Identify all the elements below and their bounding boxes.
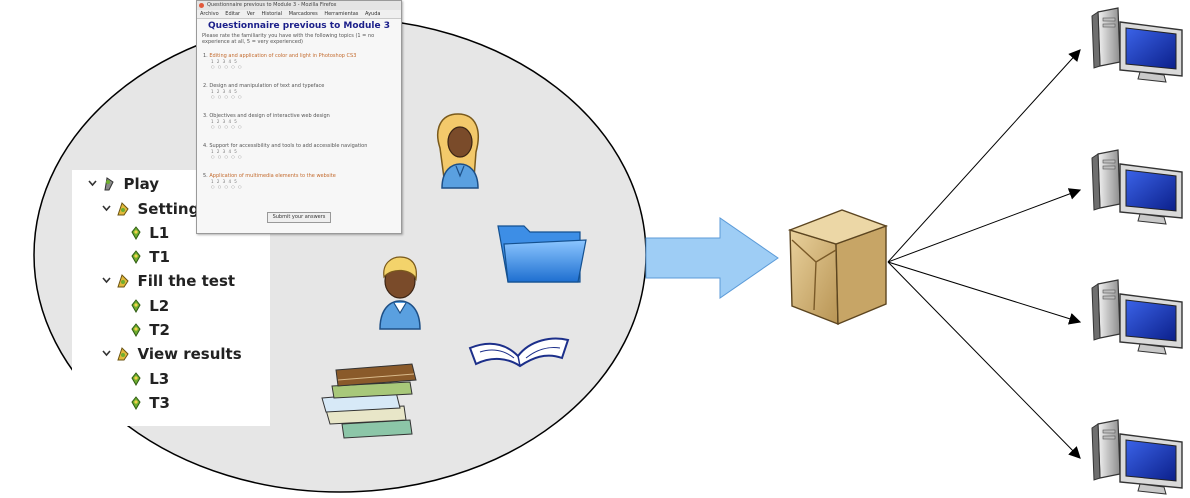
menu-item[interactable]: Ayuda <box>364 11 381 17</box>
questionnaire-window: Questionnaire previous to Module 3 - Moz… <box>196 0 402 234</box>
question-number: 5. <box>203 173 208 179</box>
tree-leaf-label: T1 <box>149 247 170 266</box>
question-text: Support for accessibility and tools to a… <box>209 143 368 149</box>
window-title: Questionnaire previous to Module 3 - Moz… <box>207 2 337 8</box>
questionnaire-title: Questionnaire previous to Module 3 <box>208 21 390 31</box>
book-stack-icon <box>321 363 417 439</box>
transfer-arrow <box>645 217 779 299</box>
leaf-icon <box>131 298 141 313</box>
question-text: Objectives and design of interactive web… <box>209 113 330 119</box>
tree-node-label: View results <box>137 344 242 363</box>
open-book-icon <box>468 337 570 368</box>
rating-radios[interactable]: ○ ○ ○ ○ ○ <box>211 64 243 69</box>
rating-scale[interactable]: 1 2 3 4 5 <box>211 149 238 154</box>
tree-leaf-label: L1 <box>149 223 170 242</box>
menu-item[interactable]: Historial <box>261 11 283 17</box>
question-item: 2. Design and manipulation of text and t… <box>197 83 401 89</box>
question-item: 4. Support for accessibility and tools t… <box>197 143 401 149</box>
computer-icon <box>1091 419 1183 495</box>
female-user-icon <box>437 113 479 189</box>
window-titlebar: Questionnaire previous to Module 3 - Moz… <box>197 1 401 10</box>
question-item: 5. Application of multimedia elements to… <box>197 173 401 179</box>
rating-scale[interactable]: 1 2 3 4 5 <box>211 119 238 124</box>
chevron-down-icon[interactable] <box>88 179 97 188</box>
question-number: 2. <box>203 83 208 89</box>
question-item: 1. Editing and application of color and … <box>197 53 401 59</box>
group-icon <box>117 201 129 215</box>
tree-leaf-label: T3 <box>149 393 170 412</box>
rating-scale[interactable]: 1 2 3 4 5 <box>211 89 238 94</box>
question-number: 1. <box>203 53 208 59</box>
male-user-icon <box>379 256 421 330</box>
leaf-icon <box>131 249 141 264</box>
question-text: Editing and application of color and lig… <box>209 53 357 59</box>
tree-leaf[interactable]: L2 <box>130 294 169 316</box>
rating-radios[interactable]: ○ ○ ○ ○ ○ <box>211 94 243 99</box>
link-line-3 <box>887 261 1082 325</box>
leaf-icon <box>131 371 141 386</box>
menu-item[interactable]: Archivo <box>200 11 219 17</box>
link-line-4 <box>887 261 1081 459</box>
group-icon <box>117 346 129 360</box>
leaf-icon <box>131 225 141 240</box>
computer-icon <box>1091 7 1183 83</box>
tree-node-root[interactable]: Play <box>88 172 159 194</box>
menu-item[interactable]: Editar <box>225 11 241 17</box>
question-text: Application of multimedia elements to th… <box>209 173 336 179</box>
rating-scale[interactable]: 1 2 3 4 5 <box>211 179 238 184</box>
rating-scale[interactable]: 1 2 3 4 5 <box>211 59 238 64</box>
question-text: Design and manipulation of text and type… <box>209 83 325 89</box>
leaf-icon <box>131 322 141 337</box>
computer-icon <box>1091 149 1183 225</box>
tree-node-label: Fill the test <box>137 271 236 290</box>
question-item: 3. Objectives and design of interactive … <box>197 113 401 119</box>
link-line-2 <box>887 188 1082 263</box>
question-number: 3. <box>203 113 208 119</box>
folder-icon <box>497 225 587 283</box>
rating-radios[interactable]: ○ ○ ○ ○ ○ <box>211 184 243 189</box>
link-line-1 <box>887 49 1081 263</box>
package-box-icon <box>787 209 889 326</box>
questionnaire-intro: Please rate the familiarity you have wit… <box>202 33 375 45</box>
browser-icon <box>199 3 204 8</box>
rating-radios[interactable]: ○ ○ ○ ○ ○ <box>211 124 243 129</box>
chevron-down-icon[interactable] <box>102 276 111 285</box>
play-sequence-icon <box>104 176 114 190</box>
tree-leaf-label: T2 <box>149 320 170 339</box>
menu-item[interactable]: Herramientas <box>324 11 359 17</box>
menu-item[interactable]: Ver <box>246 11 255 17</box>
tree-node-group[interactable]: Fill the test <box>102 269 235 291</box>
tree-leaf-label: L3 <box>149 369 170 388</box>
tree-leaf[interactable]: T3 <box>130 391 170 413</box>
menu-item[interactable]: Marcadores <box>288 11 318 17</box>
tree-leaf[interactable]: L3 <box>130 367 169 389</box>
tree-node-label: Play <box>123 174 160 193</box>
group-icon <box>117 273 129 287</box>
chevron-down-icon[interactable] <box>102 204 111 213</box>
rating-radios[interactable]: ○ ○ ○ ○ ○ <box>211 154 243 159</box>
chevron-down-icon[interactable] <box>102 349 111 358</box>
tree-leaf-label: L2 <box>149 296 170 315</box>
tree-node-group[interactable]: View results <box>102 342 242 364</box>
tree-leaf[interactable]: T2 <box>130 318 170 340</box>
menu-bar: Archivo Editar Ver Historial Marcadores … <box>197 10 401 19</box>
tree-leaf[interactable]: T1 <box>130 245 170 267</box>
submit-button[interactable]: Submit your answers <box>267 212 331 223</box>
question-number: 4. <box>203 143 208 149</box>
computer-icon <box>1091 279 1183 355</box>
leaf-icon <box>131 395 141 410</box>
tree-leaf[interactable]: L1 <box>130 221 169 243</box>
